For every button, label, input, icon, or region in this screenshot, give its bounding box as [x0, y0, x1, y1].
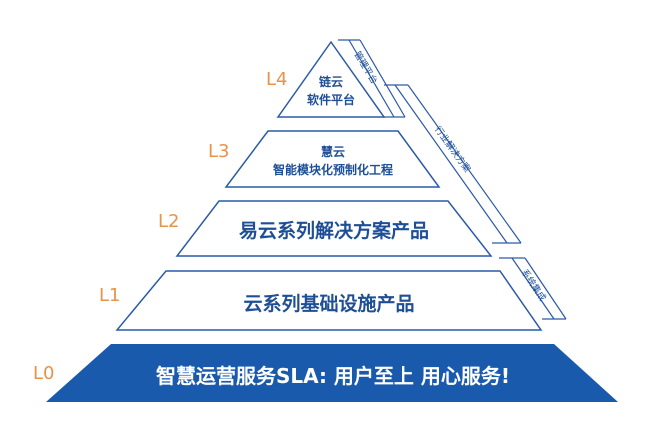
tier-l1-shape — [115, 270, 543, 331]
tier-l4-line1: 链云 — [318, 75, 344, 89]
tier-l3-shape — [224, 130, 441, 188]
tier-l0-shape — [46, 344, 618, 402]
bracket-middle — [384, 84, 522, 244]
tier-l0-title: 智慧运营服务SLA: 用户至上 用心服务! — [155, 364, 511, 388]
tier-l3-line2: 智能模块化预制化工程 — [272, 163, 394, 177]
level-code-l1: L1 — [99, 285, 121, 306]
tier-l3-line1: 慧云 — [320, 145, 346, 159]
bracket-bottom — [499, 257, 567, 320]
bracket-top — [338, 39, 406, 118]
level-code-l0: L0 — [33, 363, 55, 384]
level-code-l2: L2 — [158, 211, 180, 232]
tier-l2-shape — [175, 200, 493, 257]
level-code-l3: L3 — [208, 141, 230, 162]
tier-l4-line2: 软件平台 — [306, 93, 356, 107]
tier-l2-title: 易云系列解决方案产品 — [238, 220, 430, 242]
tier-l4-shape — [276, 40, 386, 118]
level-code-l4: L4 — [266, 69, 288, 90]
tier-l1-title: 云系列基础设施产品 — [243, 293, 415, 315]
